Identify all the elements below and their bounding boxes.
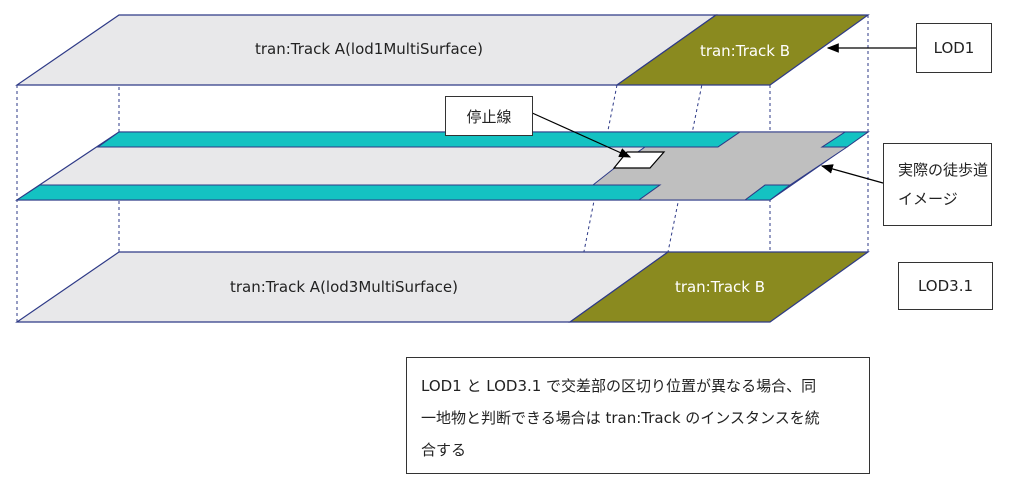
top-track-b-surface xyxy=(615,14,870,86)
bottom-track-b-surface xyxy=(568,251,870,323)
lod1-callout-box: LOD1 xyxy=(916,23,992,73)
bottom-track-b-label: tran:Track B xyxy=(675,278,765,296)
note-line-1: LOD1 と LOD3.1 で交差部の区切り位置が異なる場合、同 xyxy=(421,377,817,395)
sidewalk-callout-line2: イメージ xyxy=(898,189,958,208)
bottom-track-a-label: tran:Track A(lod3MultiSurface) xyxy=(230,278,458,296)
sidewalk-arrow xyxy=(820,164,884,184)
lod31-callout-box: LOD3.1 xyxy=(898,262,993,310)
top-plane-lod1: tran:Track A(lod1MultiSurface) tran:Trac… xyxy=(15,14,870,86)
sidewalk-callout-line1: 実際の徒歩道 xyxy=(898,160,989,179)
crosswalk-sidewalk-area xyxy=(591,131,849,201)
lod31-callout-label: LOD3.1 xyxy=(917,277,974,295)
note-box: LOD1 と LOD3.1 で交差部の区切り位置が異なる場合、同 一地物と判断で… xyxy=(406,357,870,474)
stop-line-arrow xyxy=(529,111,632,158)
note-line-3: 合する xyxy=(421,441,467,459)
sidewalk-callout-box: 実際の徒歩道 イメージ xyxy=(883,143,992,226)
stop-line-callout-box: 停止線 xyxy=(445,96,533,136)
top-track-a-label: tran:Track A(lod1MultiSurface) xyxy=(255,40,483,58)
middle-plane-lod31 xyxy=(15,131,870,201)
top-track-b-label: tran:Track B xyxy=(700,42,790,60)
stop-line-callout-label: 停止線 xyxy=(466,107,512,126)
sidewalk-back-strip xyxy=(96,131,742,148)
note-line-2: 一地物と判断できる場合は tran:Track のインスタンスを統 xyxy=(421,409,820,427)
lod1-callout-label: LOD1 xyxy=(933,39,975,57)
callout-arrows xyxy=(529,43,916,184)
sidewalk-front-strip xyxy=(15,184,662,201)
bottom-plane-lod31: tran:Track A(lod3MultiSurface) tran:Trac… xyxy=(15,251,870,323)
